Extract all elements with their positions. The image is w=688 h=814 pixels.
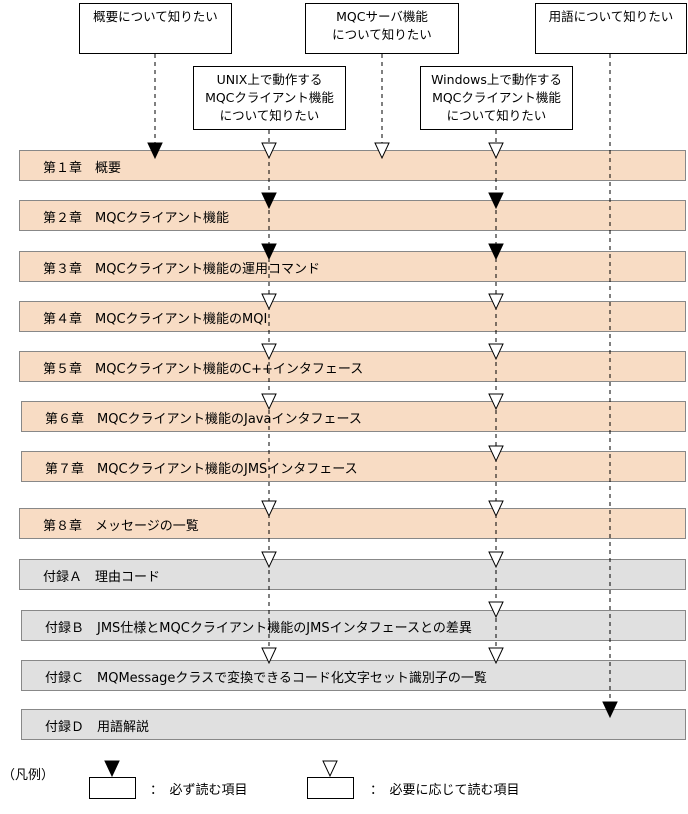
appendix-d-label: 付録Ｄ 用語解説 — [45, 720, 150, 735]
legend-optional-arrow-icon — [322, 760, 338, 778]
unix-box: UNIX上で動作する MQCクライアント機能 について知りたい — [193, 66, 346, 130]
chapter-8-bar: 第８章 メッセージの一覧 — [19, 508, 686, 539]
chapter-1-bar: 第１章 概要 — [19, 150, 686, 181]
legend-required-box — [89, 777, 136, 799]
chapter-7-bar: 第７章 MQCクライアント機能のJMSインタフェース — [21, 451, 686, 482]
windows-box: Windows上で動作する MQCクライアント機能 について知りたい — [420, 66, 573, 130]
chapter-8-label: 第８章 メッセージの一覧 — [43, 519, 199, 534]
legend-title: （凡例） — [2, 768, 55, 783]
appendix-a-label: 付録Ａ 理由コード — [43, 570, 161, 585]
appendix-c-bar: 付録Ｃ MQMessageクラスで変換できるコード化文字セット識別子の一覧 — [21, 660, 686, 691]
chapter-5-label: 第５章 MQCクライアント機能のC++インタフェース — [43, 362, 364, 377]
chapter-1-label: 第１章 概要 — [43, 161, 122, 176]
server-box: MQCサーバ機能 について知りたい — [305, 3, 459, 54]
chapter-4-label: 第４章 MQCクライアント機能のMQI — [43, 312, 268, 327]
appendix-c-label: 付録Ｃ MQMessageクラスで変換できるコード化文字セット識別子の一覧 — [45, 671, 487, 686]
appendix-d-bar: 付録Ｄ 用語解説 — [21, 709, 686, 740]
appendix-b-bar: 付録Ｂ JMS仕様とMQCクライアント機能のJMSインタフェースとの差異 — [21, 610, 686, 641]
chapter-6-label: 第６章 MQCクライアント機能のJavaインタフェース — [45, 412, 362, 427]
terms-box: 用語について知りたい — [535, 3, 687, 54]
appendix-b-label: 付録Ｂ JMS仕様とMQCクライアント機能のJMSインタフェースとの差異 — [45, 621, 472, 636]
legend-optional-box — [307, 777, 354, 799]
legend-required-arrow-icon — [104, 760, 120, 778]
chapter-3-label: 第３章 MQCクライアント機能の運用コマンド — [43, 262, 321, 277]
chapter-6-bar: 第６章 MQCクライアント機能のJavaインタフェース — [21, 401, 686, 432]
overview-box: 概要について知りたい — [79, 3, 232, 54]
chapter-7-label: 第７章 MQCクライアント機能のJMSインタフェース — [45, 462, 358, 477]
chapter-2-label: 第２章 MQCクライアント機能 — [43, 211, 230, 226]
chapter-3-bar: 第３章 MQCクライアント機能の運用コマンド — [19, 251, 686, 282]
legend-optional-text: ： 必要に応じて読む項目 — [370, 783, 520, 798]
appendix-a-bar: 付録Ａ 理由コード — [19, 559, 686, 590]
chapter-2-bar: 第２章 MQCクライアント機能 — [19, 200, 686, 231]
legend-required-text: ： 必ず読む項目 — [150, 783, 248, 798]
chapter-4-bar: 第４章 MQCクライアント機能のMQI — [19, 301, 686, 332]
chapter-5-bar: 第５章 MQCクライアント機能のC++インタフェース — [19, 351, 686, 382]
